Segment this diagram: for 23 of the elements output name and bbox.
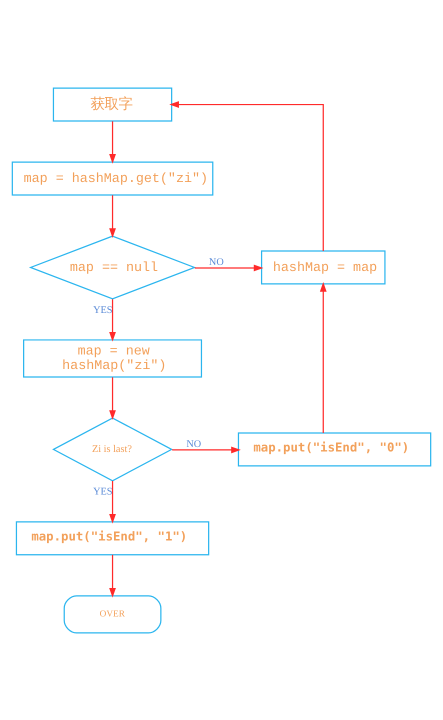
node-box: map = new hashMap("zi") [23,338,202,378]
edge-label: YES [93,486,112,498]
arrow [194,264,264,271]
node-box: OVER [64,594,162,633]
node-diamond: map == null [28,234,196,299]
arrow [109,298,116,342]
arrow [169,100,324,251]
node-box: map.put("isEnd", "0") [238,432,432,466]
arrow [109,480,116,524]
node-box: map.put("isEnd", "1") [16,520,210,555]
node-diamond: Zi is last? [52,416,173,481]
arrow [109,554,116,598]
node-box: map = hashMap.get("zi") [12,161,214,196]
arrow [320,282,327,432]
arrow [172,446,241,453]
arrow [109,120,116,164]
edge-label: NO [208,256,224,268]
edge-label: YES [93,304,112,316]
arrow [109,376,116,420]
node-box: 获取字 [52,87,172,122]
node-box: hashMap = map [260,250,386,284]
edge-label: NO [186,438,202,450]
arrow [109,194,116,238]
